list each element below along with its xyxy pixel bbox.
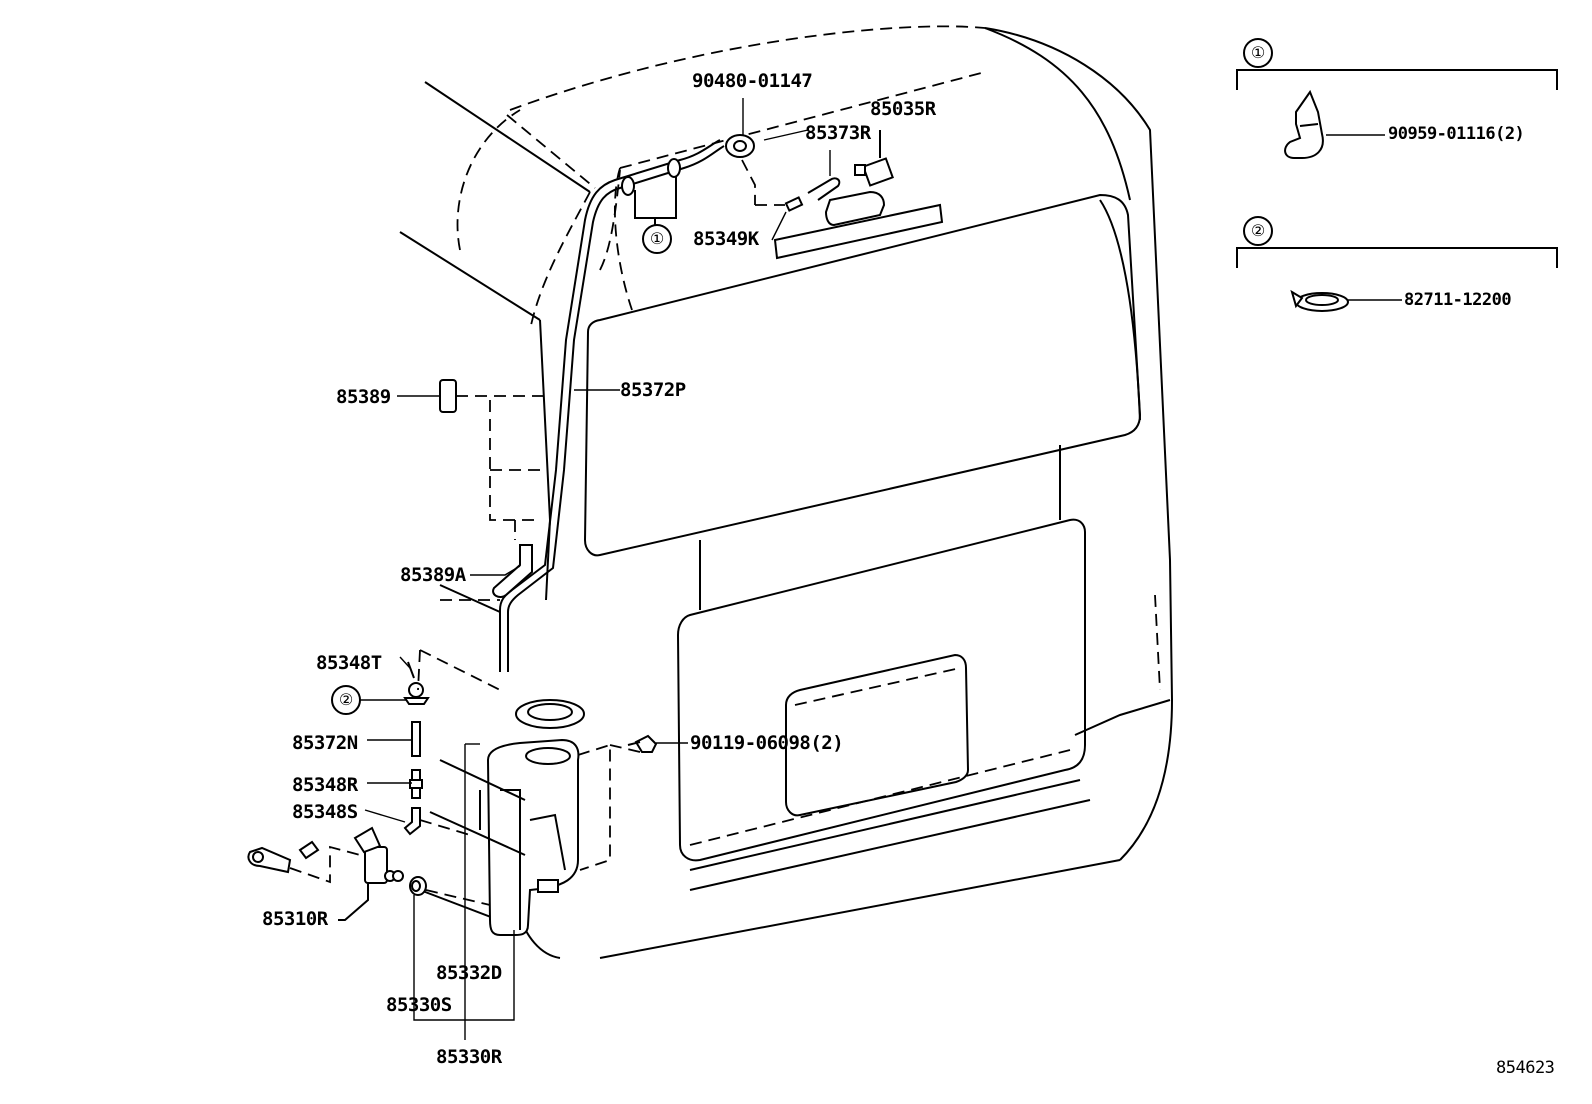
connector-stack bbox=[403, 649, 430, 836]
label-85348R[interactable]: 85348R bbox=[292, 774, 358, 796]
label-85389[interactable]: 85389 bbox=[336, 386, 391, 408]
label-85372P[interactable]: 85372P bbox=[620, 379, 686, 401]
label-85372N[interactable]: 85372N bbox=[292, 732, 358, 754]
label-85373R[interactable]: 85373R bbox=[805, 122, 871, 144]
label-90119-06098[interactable]: 90119-06098(2) bbox=[690, 732, 844, 754]
label-85330R[interactable]: 85330R bbox=[436, 1046, 502, 1068]
label-85348T[interactable]: 85348T bbox=[316, 652, 382, 674]
label-82711-12200[interactable]: 82711-12200 bbox=[1404, 290, 1512, 310]
label-85310R[interactable]: 85310R bbox=[262, 908, 328, 930]
inset-2-number: ② bbox=[1243, 216, 1273, 246]
inset-2 bbox=[1236, 247, 1558, 312]
bolt-part bbox=[609, 734, 658, 753]
leader-lines bbox=[358, 98, 831, 1040]
label-85330S[interactable]: 85330S bbox=[386, 994, 452, 1016]
label-85349K[interactable]: 85349K bbox=[693, 228, 759, 250]
pipe-parts bbox=[439, 379, 545, 613]
callout-2-marker: ② bbox=[331, 685, 361, 715]
label-90959-01116[interactable]: 90959-01116(2) bbox=[1388, 124, 1525, 144]
label-85389A[interactable]: 85389A bbox=[400, 564, 466, 586]
washer-hose bbox=[499, 134, 755, 672]
callout-1-marker: ① bbox=[642, 224, 672, 254]
washer-tank bbox=[419, 649, 611, 936]
label-85348S[interactable]: 85348S bbox=[292, 801, 358, 823]
washer-pump bbox=[247, 826, 491, 921]
diagram-code: 854623 bbox=[1496, 1058, 1555, 1078]
label-90480-01147[interactable]: 90480-01147 bbox=[692, 70, 813, 92]
nozzle-parts bbox=[741, 130, 894, 212]
label-85332D[interactable]: 85332D bbox=[436, 962, 502, 984]
inset-1 bbox=[1236, 69, 1558, 159]
inset-1-number: ① bbox=[1243, 38, 1273, 68]
label-85035R[interactable]: 85035R bbox=[870, 98, 936, 120]
